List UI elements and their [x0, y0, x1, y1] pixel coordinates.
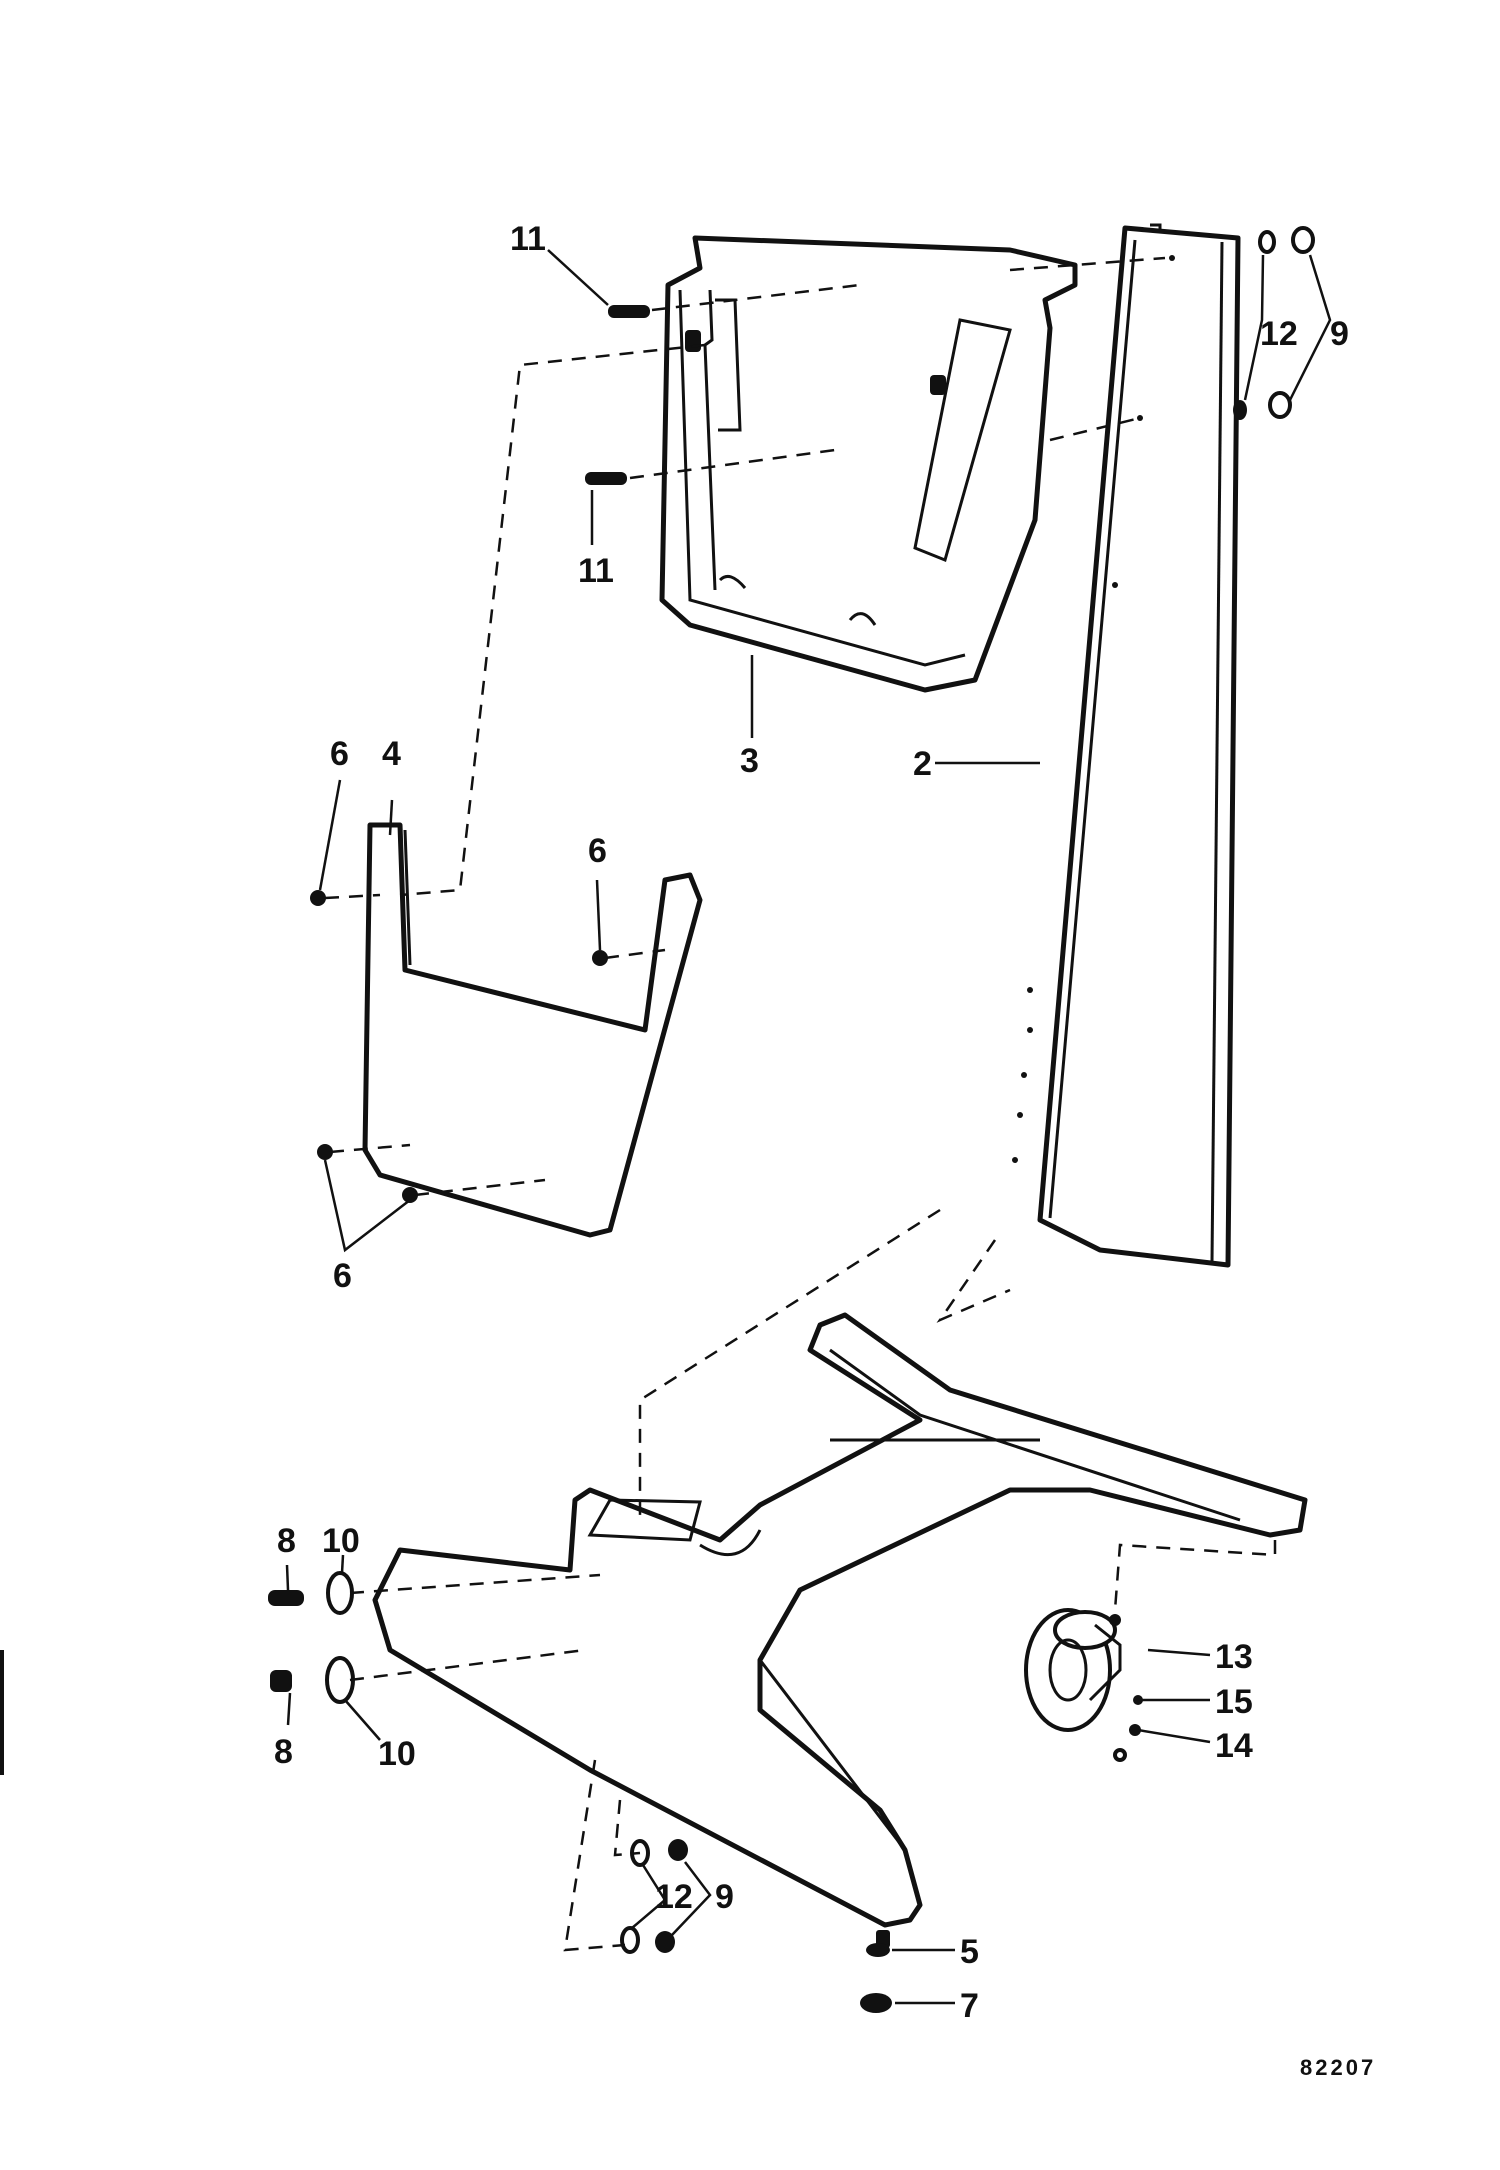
- figure-number: 82207: [1300, 2055, 1376, 2080]
- leader-lines: [285, 249, 1332, 2005]
- callout-15: 15: [1215, 1683, 1253, 1721]
- callout-9-top: 9: [1330, 315, 1349, 353]
- callout-8-upper: 8: [277, 1522, 296, 1560]
- callout-9-bottom: 9: [715, 1878, 734, 1916]
- callout-12-top: 12: [1260, 315, 1298, 353]
- callout-6-left: 6: [330, 735, 349, 773]
- callout-labels: 11 11 3 2 12 9 6 4 6 6 8 10 8 10 12 9 13…: [274, 220, 1349, 2025]
- base-casting: [372, 1312, 1308, 1928]
- edge-mark: [0, 1650, 4, 1775]
- callout-10-lower: 10: [378, 1735, 416, 1773]
- callout-14: 14: [1215, 1727, 1253, 1765]
- callout-11-top: 11: [510, 220, 546, 258]
- callout-3: 3: [740, 742, 759, 780]
- callout-6-bottom: 6: [333, 1257, 352, 1295]
- callout-13: 13: [1215, 1638, 1253, 1676]
- part-3-tray: [659, 235, 1078, 693]
- callout-2: 2: [913, 745, 932, 783]
- callout-11-middle: 11: [578, 552, 614, 590]
- part-13-caster: [1024, 1608, 1122, 1732]
- column-mounting-holes: [1012, 255, 1175, 1163]
- callout-10-upper: 10: [322, 1522, 360, 1560]
- callout-5: 5: [960, 1933, 979, 1971]
- callout-12-bottom: 12: [655, 1878, 693, 1916]
- callout-8-lower: 8: [274, 1733, 293, 1771]
- part-4-shield: [362, 822, 703, 1238]
- callout-6-right: 6: [588, 832, 607, 870]
- part-2-column: [1012, 223, 1241, 1268]
- hardware: [268, 226, 1315, 2013]
- callout-4: 4: [382, 735, 401, 773]
- callout-7: 7: [960, 1987, 979, 2025]
- assembly-lines: [324, 256, 1277, 1952]
